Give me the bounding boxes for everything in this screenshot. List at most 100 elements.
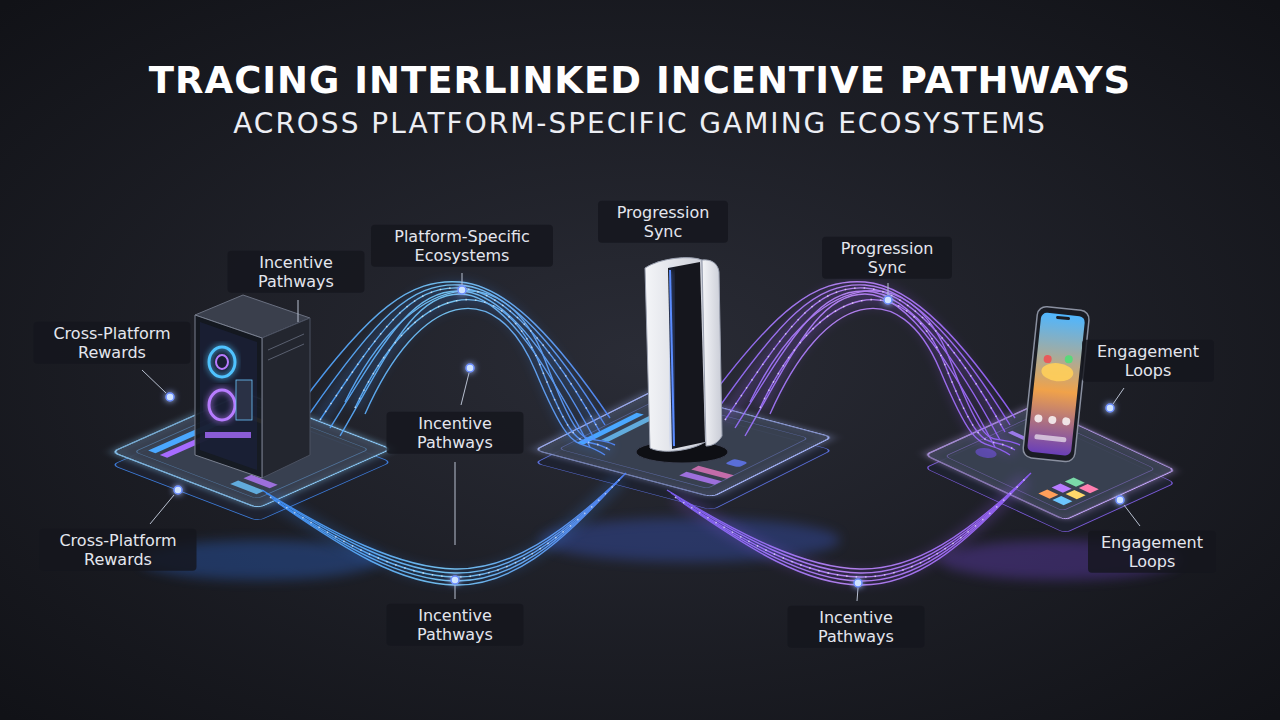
- anchor-dots: [854, 579, 862, 587]
- title-block: TRACING INTERLINKED INCENTIVE PATHWAYS: [149, 59, 1131, 102]
- callout-box: Incentive Pathways: [387, 604, 524, 646]
- callout-box: Platform-Specific Ecosystems: [371, 225, 553, 267]
- pc-tower: [262, 318, 310, 478]
- platform-plate-mobile: [925, 405, 1175, 520]
- callout-label: Engagement Loops: [1088, 342, 1208, 380]
- platform-plate-mobile: [925, 405, 1175, 520]
- game-console: [668, 262, 705, 449]
- callout-label: Cross-Platform Rewards: [46, 531, 191, 569]
- leader-lines: [888, 283, 889, 295]
- ribbon-purple: [745, 294, 995, 447]
- smartphone: [1027, 312, 1085, 456]
- leader-lines: [857, 588, 858, 601]
- anchor-dots: [451, 576, 459, 584]
- smartphone: [1064, 355, 1073, 364]
- platform-plate-mobile: [1079, 484, 1099, 493]
- callout-label: Incentive Pathways: [393, 414, 518, 452]
- callout-label: Progression Sync: [828, 239, 946, 277]
- callout-label: Incentive Pathways: [794, 608, 919, 646]
- ribbon-blue: [310, 285, 605, 425]
- leader-lines: [150, 495, 174, 524]
- ribbon-purple: [683, 485, 1019, 585]
- pc-tower: [268, 344, 304, 360]
- ribbon-purple: [667, 473, 1031, 569]
- leader-lines: [142, 273, 1140, 601]
- callout-box: Incentive Pathways: [228, 251, 365, 293]
- ribbon-purple: [679, 482, 1022, 581]
- ribbon-particles: [270, 479, 620, 577]
- platform-plate-console: [691, 466, 734, 479]
- smartphone: [1062, 417, 1071, 426]
- pc-tower: [209, 347, 235, 377]
- anchor-dots: [1116, 496, 1124, 504]
- smartphone: [1034, 434, 1066, 442]
- pc-tower: [209, 390, 235, 420]
- callout-label: Engagement Loops: [1094, 533, 1210, 571]
- game-console: [636, 258, 728, 463]
- ribbon-purple: [760, 300, 1015, 450]
- ribbon-purple: [770, 308, 1010, 455]
- anchor-dots: [458, 286, 466, 294]
- leader-lines: [1124, 505, 1140, 526]
- pc-tower: [216, 355, 228, 369]
- platform-plate-console: [601, 416, 656, 442]
- ribbon-particles: [675, 479, 1025, 577]
- pc-tower: [205, 432, 251, 438]
- smartphone: [1056, 316, 1070, 320]
- leader-lines: [455, 585, 456, 599]
- callout-box: Progression Sync: [822, 237, 952, 279]
- ribbon-purple: [671, 476, 1028, 573]
- smartphone: [1022, 306, 1090, 463]
- subtitle-block: ACROSS PLATFORM-SPECIFIC GAMING ECOSYSTE…: [233, 107, 1047, 140]
- game-console: [670, 270, 674, 446]
- pc-tower: [195, 295, 310, 478]
- callout-box: Cross-Platform Rewards: [34, 322, 191, 364]
- pc-tower: [268, 334, 304, 350]
- callout-label: Cross-Platform Rewards: [40, 324, 185, 362]
- ribbon-blue: [270, 479, 620, 577]
- leader-lines: [455, 462, 456, 545]
- leader-lines: [462, 273, 463, 285]
- callout-label: Incentive Pathways: [393, 606, 518, 644]
- ribbon-purple: [675, 479, 1025, 577]
- smartphone: [1041, 362, 1075, 383]
- title: TRACING INTERLINKED INCENTIVE PATHWAYS: [149, 59, 1131, 102]
- smartphone: [1022, 306, 1090, 463]
- platform-plate-mobile: [1066, 490, 1086, 499]
- pc-tower: [236, 380, 252, 420]
- callout-box: Engagement Loops: [1082, 340, 1214, 382]
- callout-label: Incentive Pathways: [234, 253, 359, 291]
- callout-box: Incentive Pathways: [788, 606, 925, 648]
- callout-box: Engagement Loops: [1088, 531, 1216, 573]
- game-console: [645, 258, 708, 452]
- leader-lines: [142, 370, 166, 393]
- anchor-dots: [1106, 404, 1114, 412]
- subtitle: ACROSS PLATFORM-SPECIFIC GAMING ECOSYSTE…: [233, 107, 1047, 140]
- ribbon-purple: [715, 285, 1010, 425]
- ribbon-particles: [725, 288, 1005, 432]
- callout-box: Progression Sync: [598, 201, 728, 243]
- ribbon-blue: [262, 473, 626, 569]
- leader-lines: [461, 373, 469, 405]
- ribbon-blue: [274, 482, 617, 581]
- ribbon-blue: [266, 476, 623, 573]
- ribbon-purple-glow: [675, 479, 1025, 577]
- game-console: [702, 260, 722, 446]
- floor-glow: [140, 518, 1180, 580]
- ribbon-blue: [278, 485, 614, 585]
- anchor-dots: [166, 393, 174, 401]
- ribbon-purple-glow: [675, 288, 1025, 577]
- callout-label: Progression Sync: [604, 203, 722, 241]
- smartphone: [1048, 416, 1057, 425]
- platform-plate-mobile: [1052, 496, 1072, 505]
- anchor-dots: [174, 486, 182, 494]
- anchor-dots: [166, 286, 1124, 587]
- platform-plate-mobile: [1065, 478, 1085, 487]
- anchor-dots: [884, 296, 892, 304]
- ribbon-blue-glow: [270, 288, 620, 577]
- ribbon-blue: [365, 308, 605, 455]
- leader-lines: [298, 300, 299, 322]
- ribbon-purple: [735, 291, 1000, 440]
